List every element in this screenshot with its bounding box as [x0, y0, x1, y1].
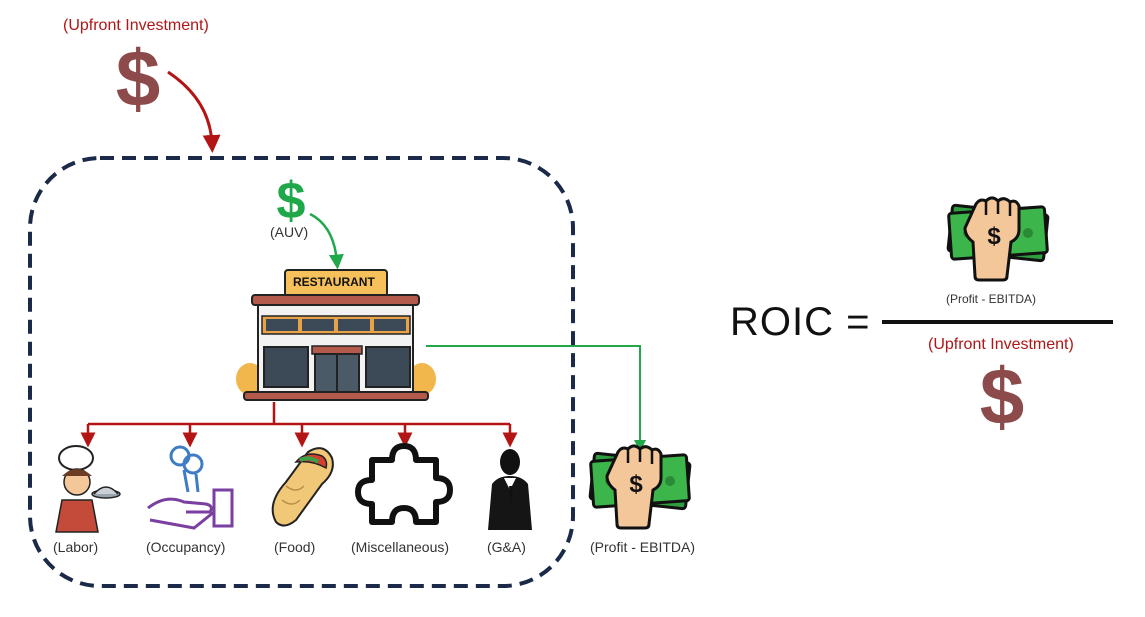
auv-dollar-icon: $: [277, 172, 306, 230]
burrito-icon: [271, 447, 334, 527]
businessman-icon: [488, 449, 532, 530]
cost-label-occupancy: (Occupancy): [146, 539, 226, 555]
restaurant-box: [28, 156, 575, 588]
denominator-dollar-icon: $: [980, 352, 1025, 441]
auv-label: (AUV): [270, 224, 309, 240]
puzzle-piece-icon: [355, 443, 453, 525]
investment-arrow: [167, 70, 221, 153]
cost-label-miscellaneous: (Miscellaneous): [351, 539, 450, 555]
cost-distribution-arrows: [80, 402, 518, 448]
numerator-cash-hand-icon: [946, 196, 1050, 282]
roic-formula-lhs: ROIC =: [730, 300, 871, 344]
keys-hand-icon: [147, 445, 234, 530]
profit-cash-hand-icon: [588, 444, 692, 530]
numerator-label: (Profit - EBITDA): [946, 292, 1037, 306]
restaurant-icon: [236, 269, 436, 401]
profit-arrow: [426, 345, 646, 452]
cost-label-food: (Food): [274, 539, 316, 555]
investment-dollar-icon: $: [116, 34, 161, 123]
cost-label-ga: (G&A): [487, 539, 526, 555]
denominator-label: (Upfront Investment): [928, 336, 1074, 353]
auv-arrow: [309, 212, 344, 270]
profit-label: (Profit - EBITDA): [590, 539, 696, 555]
chef-icon: [55, 445, 121, 533]
cost-label-labor: (Labor): [53, 539, 99, 555]
restaurant-sign: RESTAURANT: [293, 275, 375, 289]
top-investment-label: (Upfront Investment): [63, 17, 209, 34]
